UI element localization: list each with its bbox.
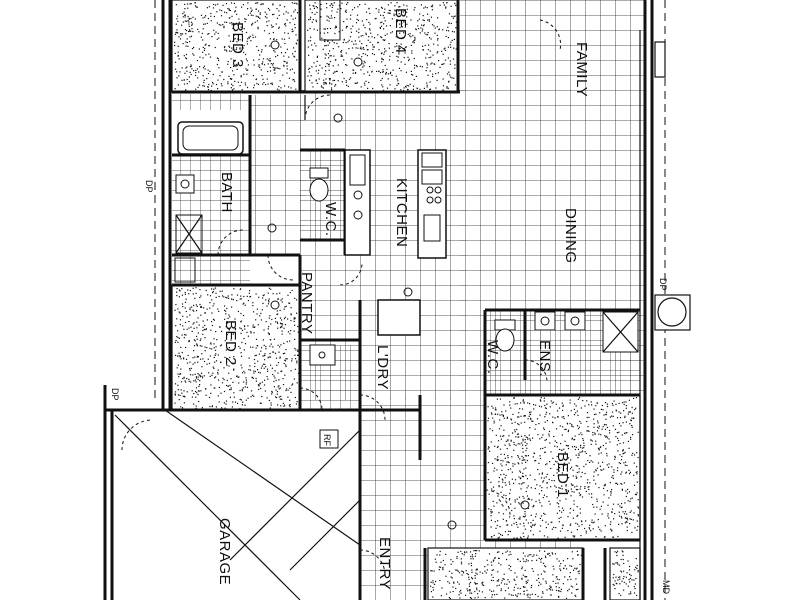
label-ens: ENS. (536, 340, 553, 377)
label-pantry: PANTRY (298, 272, 315, 334)
sink-icon (423, 214, 441, 242)
light-fitting-icon (333, 113, 343, 123)
md-label: MD (661, 580, 671, 594)
label-dining: DINING (562, 208, 579, 264)
light-fitting-icon (270, 40, 280, 50)
rainwater-tank (654, 294, 691, 331)
label-entry: ENTRY (376, 537, 393, 590)
doors (121, 19, 562, 593)
rainwater-tank-icon (657, 297, 687, 327)
label-wc-main: W.C. (322, 202, 339, 237)
light-fitting-icon (267, 223, 277, 233)
toilet-icon (309, 167, 329, 202)
label-wc-ens: W.C. (484, 340, 501, 375)
label-family: FAMILY (573, 42, 590, 97)
light-fitting-icon (520, 500, 530, 510)
wir-carpet (609, 547, 641, 600)
bed4-carpet (304, 0, 459, 93)
label-bed3: BED 3 (229, 22, 246, 68)
room-labels: BED 3 BED 4 FAMILY BATH W.C. KITCHEN DIN… (216, 8, 590, 590)
light-fitting-icon (447, 520, 457, 530)
window-marks (319, 0, 666, 78)
bathroom-fixtures (174, 121, 639, 366)
dp-right-label: DP (658, 278, 668, 291)
ens-shower-icon (602, 311, 639, 353)
dp-left-label: DP (144, 180, 154, 193)
shower-icon (175, 214, 203, 254)
light-fitting-icon (270, 300, 280, 310)
basin-icon (175, 174, 195, 194)
label-bed2: BED 2 (222, 320, 239, 366)
bed-south-carpet (427, 547, 584, 600)
annotations: DP DP DP RF MD (110, 180, 671, 594)
bathtub-icon (177, 121, 244, 155)
light-fitting-icon (353, 57, 363, 67)
ens-toilet-icon (494, 319, 516, 352)
rf-box (319, 429, 339, 449)
label-bath: BATH (218, 172, 235, 213)
light-fittings (267, 40, 530, 530)
light-fitting-icon (403, 287, 413, 297)
external-walls (103, 0, 666, 600)
label-kitchen: KITCHEN (393, 178, 410, 247)
cooktop-icon (426, 186, 442, 204)
label-bed1: BED 1 (554, 452, 571, 498)
laundry-tub-icon (309, 344, 336, 366)
label-ldry: L'DRY (374, 345, 391, 390)
carpeted-bedrooms (171, 0, 641, 600)
label-bed4: BED 4 (392, 8, 409, 54)
dp-garage-label: DP (110, 388, 120, 401)
rf-label: RF (322, 434, 332, 446)
label-garage: GARAGE (216, 518, 233, 585)
kitchen-bench (344, 149, 447, 336)
ens-basins-icon (534, 311, 586, 331)
garage (110, 409, 361, 600)
